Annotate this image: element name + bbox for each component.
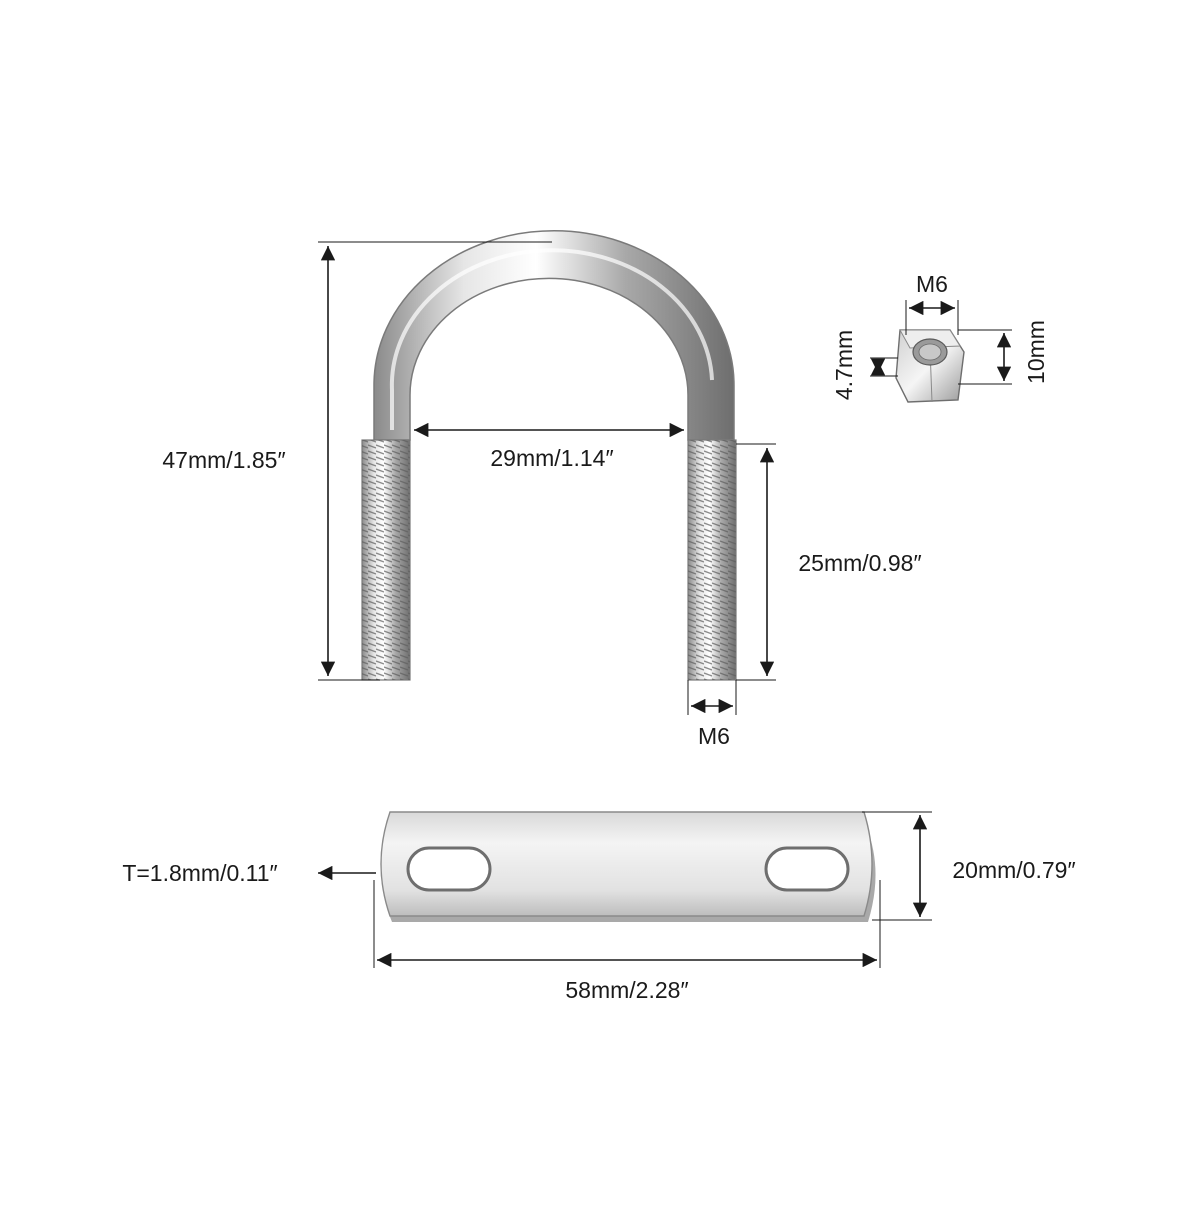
label-u-bolt-height: 47mm/1.85″ (162, 447, 285, 473)
label-nut-width: 10mm (1023, 320, 1049, 384)
u-bolt-right-thread (687, 439, 737, 681)
plate-face (380, 811, 873, 917)
dimension-plate-height: 20mm/0.79″ (862, 811, 1076, 921)
dimension-u-bolt-height: 47mm/1.85″ (162, 241, 552, 681)
plate-slot-left (406, 846, 492, 892)
dimension-nut-size: M6 (905, 271, 959, 335)
u-bolt (361, 230, 737, 681)
dimension-u-bolt-inner-width: 29mm/1.14″ (414, 422, 684, 471)
dimension-plate-length: 58mm/2.28″ (373, 880, 881, 1003)
dimension-nut-width: 10mm (958, 320, 1049, 385)
label-plate-height: 20mm/0.79″ (952, 857, 1075, 883)
label-nut-size: M6 (916, 271, 948, 297)
label-plate-length: 58mm/2.28″ (565, 977, 688, 1003)
mounting-plate (380, 811, 876, 922)
label-thread-length: 25mm/0.98″ (798, 550, 921, 576)
dimension-thread-size: M6 (687, 680, 737, 749)
hex-nut (895, 329, 965, 403)
dimension-thread-length: 25mm/0.98″ (736, 443, 922, 681)
u-bolt-bend (373, 230, 735, 441)
dimension-nut-thickness: 4.7mm (831, 330, 898, 400)
label-nut-thickness: 4.7mm (831, 330, 857, 400)
label-plate-thickness: T=1.8mm/0.11″ (122, 860, 277, 886)
label-thread-size: M6 (698, 723, 730, 749)
label-u-bolt-inner-width: 29mm/1.14″ (490, 445, 613, 471)
plate-slot-right (764, 846, 850, 892)
dimension-plate-thickness: T=1.8mm/0.11″ (122, 860, 376, 886)
u-bolt-left-thread (361, 439, 411, 681)
